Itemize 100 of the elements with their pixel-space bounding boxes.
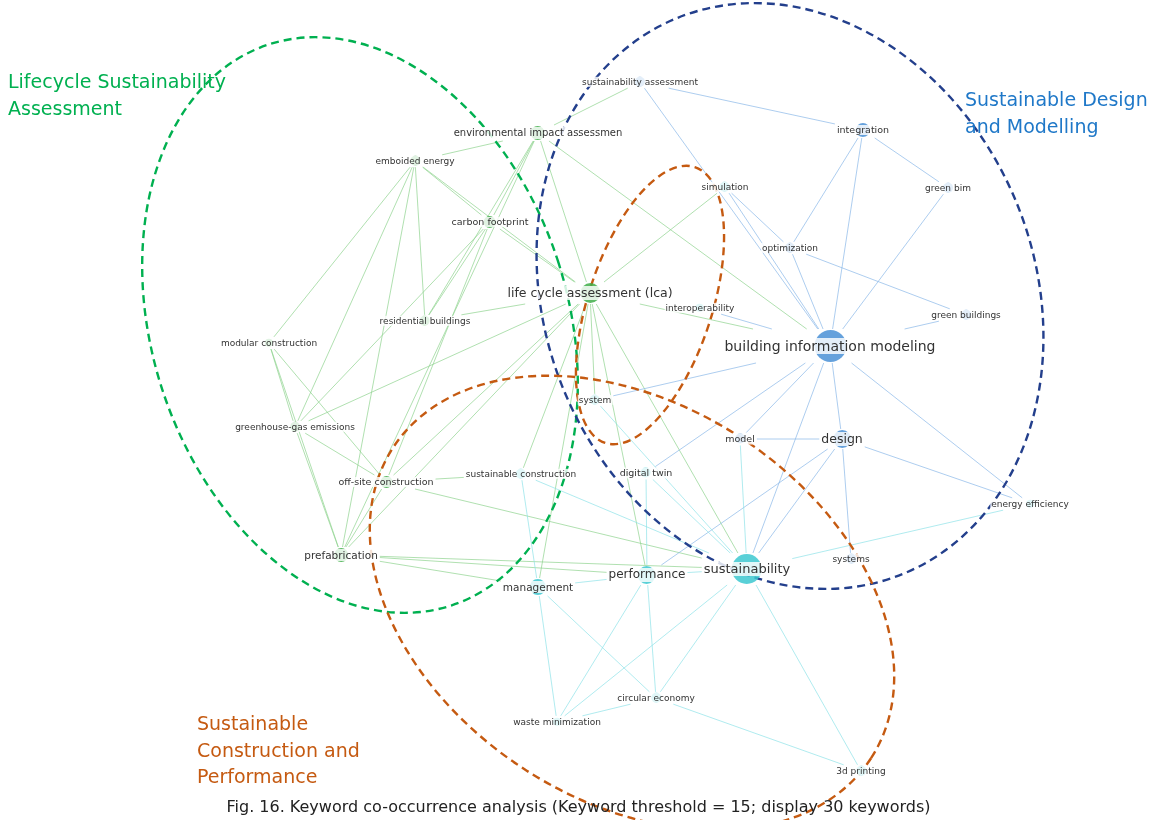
keyword-label: system	[577, 394, 613, 406]
co-occurrence-link	[435, 476, 465, 480]
co-occurrence-link	[414, 488, 703, 559]
keyword-label: performance	[607, 568, 687, 582]
co-occurrence-link	[547, 595, 650, 693]
co-occurrence-link	[755, 584, 858, 766]
co-occurrence-link	[304, 432, 375, 476]
co-occurrence-link	[553, 87, 629, 126]
cluster-title: Sustainable Design and Modelling	[965, 87, 1149, 139]
keyword-label: integration	[835, 124, 891, 136]
co-occurrence-link	[270, 348, 294, 422]
cluster-title: Sustainable Construction and Performance	[197, 711, 361, 790]
co-occurrence-link	[600, 405, 734, 554]
co-occurrence-link	[831, 362, 842, 430]
co-occurrence-link	[842, 448, 852, 554]
co-occurrence-link	[904, 320, 940, 330]
co-occurrence-link	[603, 192, 718, 283]
co-occurrence-link	[591, 303, 646, 566]
co-occurrence-link	[731, 192, 784, 243]
co-occurrence-link	[460, 303, 526, 316]
co-occurrence-link	[842, 193, 944, 330]
keyword-label: optimization	[761, 242, 819, 254]
keyword-label: systems	[831, 553, 871, 565]
co-occurrence-link	[643, 87, 819, 330]
co-occurrence-link	[379, 560, 502, 582]
keyword-label: management	[501, 580, 575, 594]
co-occurrence-link	[345, 488, 383, 548]
co-occurrence-link	[422, 166, 576, 283]
co-occurrence-link	[564, 584, 728, 717]
co-occurrence-link	[612, 362, 757, 397]
keyword-label: simulation	[700, 181, 750, 193]
keyword-label: prefabrication	[303, 548, 379, 562]
co-occurrence-link	[672, 703, 845, 766]
co-occurrence-link	[422, 166, 482, 216]
keyword-label: digital twin	[618, 467, 674, 479]
co-occurrence-link	[756, 438, 820, 440]
co-occurrence-link	[393, 303, 579, 476]
co-occurrence-link	[379, 555, 703, 568]
co-occurrence-link	[728, 192, 820, 330]
co-occurrence-link	[441, 140, 504, 156]
co-occurrence-link	[548, 140, 808, 330]
co-occurrence-link	[752, 362, 825, 554]
co-occurrence-link	[300, 228, 484, 422]
co-occurrence-link	[659, 584, 737, 693]
co-occurrence-link	[652, 478, 731, 554]
keyword-label: modular construction	[219, 337, 319, 349]
keyword-label: interoperability	[664, 302, 736, 314]
keyword-label: emboided energy	[374, 155, 456, 167]
co-occurrence-link	[851, 362, 1023, 499]
co-occurrence-link	[654, 362, 806, 468]
keyword-label: sustainability	[702, 561, 792, 577]
co-occurrence-link	[720, 313, 773, 330]
co-occurrence-link	[660, 448, 829, 566]
co-occurrence-link	[874, 137, 940, 183]
keyword-label: sustainable construction	[464, 468, 578, 480]
keyword-label: model	[724, 433, 756, 445]
keyword-label: carbon footprint	[450, 216, 530, 228]
co-occurrence-link	[344, 140, 535, 548]
cluster-title: Lifecycle Sustainability Assessment	[8, 69, 228, 121]
co-occurrence-link	[297, 166, 413, 422]
co-occurrence-link	[791, 509, 1004, 560]
co-occurrence-link	[308, 303, 567, 422]
keyword-label: environmental impact assessmen	[452, 127, 624, 139]
keyword-label: greenhouse-gas emissions	[234, 421, 356, 433]
co-occurrence-link	[560, 584, 642, 717]
co-occurrence-link	[414, 166, 426, 316]
co-occurrence-link	[538, 595, 557, 717]
keyword-label: design	[820, 431, 864, 447]
co-occurrence-link	[864, 446, 1013, 499]
co-occurrence-link	[273, 348, 381, 476]
co-occurrence-link	[805, 253, 951, 310]
co-occurrence-link	[540, 140, 587, 283]
co-occurrence-link	[388, 228, 488, 476]
keyword-label: 3d printing	[835, 765, 887, 777]
keyword-label: sustainability assessment	[580, 76, 700, 88]
co-occurrence-link	[379, 557, 608, 573]
co-occurrence-link	[348, 303, 581, 548]
co-occurrence-link	[758, 448, 836, 554]
keyword-label: life cycle assessment (lca)	[506, 285, 674, 301]
co-occurrence-link	[499, 228, 575, 283]
co-occurrence-link	[686, 571, 703, 574]
co-occurrence-link	[793, 137, 859, 243]
co-occurrence-link	[273, 166, 411, 338]
co-occurrence-link	[645, 478, 648, 566]
co-occurrence-link	[428, 228, 486, 316]
co-occurrence-link	[342, 166, 415, 548]
co-occurrence-link	[590, 303, 596, 395]
co-occurrence-link	[668, 87, 836, 125]
co-occurrence-link	[792, 253, 824, 330]
co-occurrence-link	[535, 479, 710, 554]
co-occurrence-link	[832, 137, 863, 330]
keyword-label: energy efficiency	[990, 498, 1070, 510]
co-occurrence-link	[296, 432, 339, 548]
co-occurrence-link	[574, 578, 608, 584]
keyword-label: circular economy	[616, 692, 696, 704]
keyword-label: green buildings	[930, 309, 1002, 321]
co-occurrence-link	[739, 444, 747, 554]
keyword-label: residential buildings	[378, 315, 472, 327]
co-occurrence-link	[428, 140, 534, 316]
co-occurrence-link	[581, 703, 632, 717]
